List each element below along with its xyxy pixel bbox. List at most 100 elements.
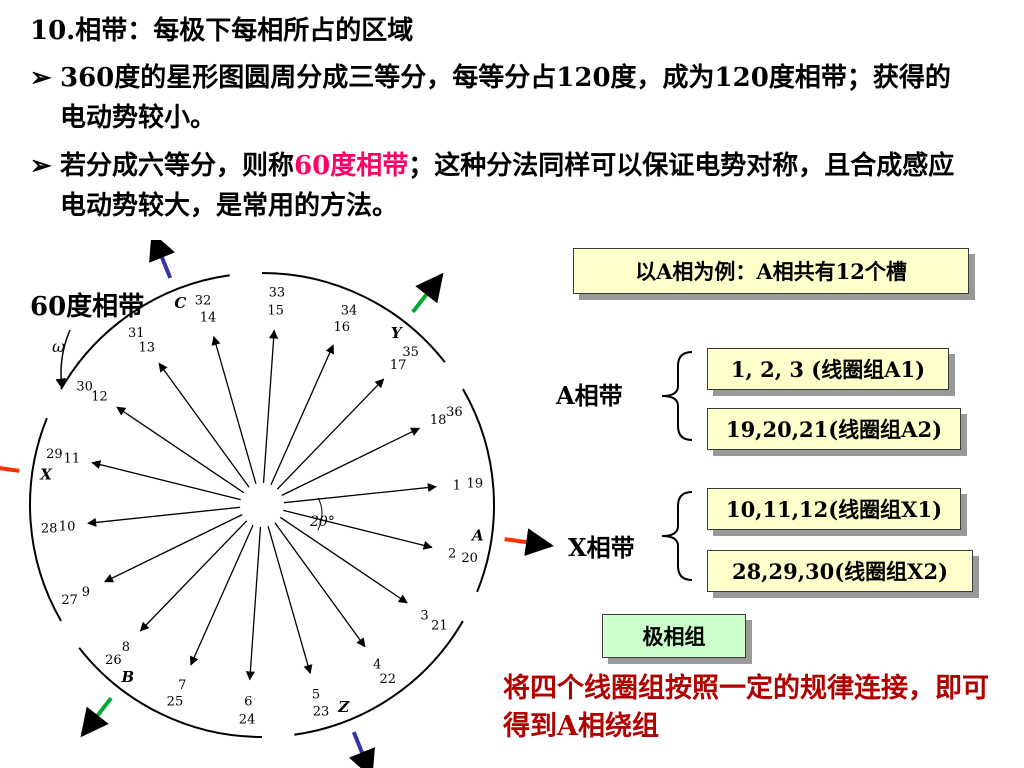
coil-group-x1: 10,11,12(线圈组X1)	[707, 488, 961, 530]
slot-vector	[158, 362, 250, 488]
brace-x	[661, 491, 693, 581]
slot-label: 33	[269, 286, 286, 301]
slot-vector	[139, 520, 248, 632]
slot-label: 4	[373, 658, 381, 673]
bullet-text: 若分成六等分，则称60度相带；这种分法同样可以保证电势对称，且合成感应电动势较大…	[30, 146, 960, 226]
slot-vector	[276, 378, 385, 490]
example-box: 以A相为例：A相共有12个槽	[573, 248, 969, 294]
pole-phase-group-text: 极相组	[642, 624, 706, 649]
slot-vector	[262, 329, 279, 484]
slot-vector	[283, 483, 437, 504]
slot-label: 26	[105, 653, 122, 668]
phase-band-arc	[60, 274, 230, 390]
phase-letter: A	[470, 526, 484, 544]
slot-label: 35	[402, 345, 419, 360]
slot-label: 17	[390, 358, 407, 373]
bullet-arrow-icon: ➢	[30, 151, 52, 181]
slot-vector	[87, 506, 241, 527]
example-box-text: 以A相为例：A相共有12个槽	[635, 259, 907, 284]
brace-a	[661, 351, 693, 441]
phase-arrow	[411, 272, 444, 314]
slot-label: 32	[195, 293, 212, 308]
slot-label: 34	[341, 304, 358, 319]
bullet-arrow-icon: ➢	[30, 63, 52, 93]
group-label-a: A相带	[556, 381, 623, 410]
slot-vector	[270, 344, 335, 486]
slot-vector	[281, 427, 421, 496]
slot-label: 22	[380, 672, 397, 687]
slot-label: 29	[46, 447, 63, 462]
conclusion-note: 将四个线圈组按照一定的规律连接，即可得到A相绕组	[503, 673, 989, 742]
phase-arrow	[348, 731, 375, 768]
slot-label: 21	[431, 619, 448, 634]
bullet-text-part: 若分成六等分，则称	[60, 151, 295, 181]
slot-label: 5	[312, 687, 320, 702]
slot-label: 27	[61, 593, 78, 608]
slot-vector	[103, 514, 243, 583]
phase-band-arc	[462, 388, 495, 593]
slot-label: 2	[448, 546, 456, 561]
slot-label: 10	[59, 519, 76, 534]
bullet-text-part: ；这种分法同样可以保证电势对称，且合成感应电动势较大，是常用的方法。	[60, 151, 955, 221]
phase-band-arc	[29, 417, 62, 622]
coil-group-x2: 28,29,30(线圈组X2)	[707, 550, 973, 592]
slot-label: 30	[76, 379, 93, 394]
group-label-x: X相带	[568, 533, 635, 562]
pole-phase-group-box: 极相组	[602, 614, 746, 658]
slot-label: 23	[313, 705, 330, 720]
slot-vector	[91, 460, 241, 501]
slot-vector	[116, 406, 245, 494]
slot-label: 7	[178, 678, 186, 693]
slot-label: 13	[139, 340, 156, 355]
phase-arrow	[504, 528, 554, 556]
phase-band-arc	[294, 620, 464, 736]
omega-rotation-arrow	[55, 329, 71, 390]
slot-vector	[189, 524, 254, 666]
phase-letter: X	[39, 466, 53, 484]
coil-group-text: 28,29,30(线圈组X2)	[731, 559, 949, 584]
slot-label: 16	[333, 320, 350, 335]
angle-arc	[317, 497, 323, 531]
slot-label: 25	[167, 694, 184, 709]
phase-arrow	[80, 696, 113, 738]
highlight-60-degree: 60度相带	[294, 151, 409, 181]
phase-arrows	[0, 240, 554, 768]
phase-letter: C	[174, 294, 186, 312]
phase-letter: Y	[391, 324, 403, 342]
slot-label: 18	[430, 413, 447, 428]
phase-band-arcs	[29, 272, 495, 738]
slot-label: 12	[91, 389, 108, 404]
bullet-text: 360度的星形图圆周分成三等分，每等分占120度，成为120度相带；获得的电动势…	[60, 63, 951, 133]
slot-label: 24	[239, 712, 256, 727]
coil-group-a1: 1, 2, 3 (线圈组A1)	[707, 348, 949, 390]
slot-label: 31	[128, 326, 145, 341]
slot-label: 36	[446, 405, 463, 420]
slot-vector	[267, 525, 313, 675]
slot-label: 9	[82, 585, 90, 600]
slot-label: 3	[420, 609, 428, 624]
coil-group-text: 1, 2, 3 (线圈组A1)	[730, 357, 926, 382]
phase-arrow	[0, 466, 20, 473]
slot-label: 28	[41, 521, 58, 536]
phase-letters: A B C X Y Z	[39, 294, 483, 716]
angle-label: 20°	[309, 514, 335, 530]
phase-band-arc	[78, 647, 263, 738]
bullet-60-degree: ➢ 若分成六等分，则称60度相带；这种分法同样可以保证电势对称，且合成感应电动势…	[30, 146, 960, 226]
slot-label: 15	[267, 303, 284, 318]
slot-label: 8	[122, 640, 130, 655]
phase-band-arc	[261, 272, 446, 363]
phase-letter: B	[120, 668, 134, 686]
slot-label: 1	[453, 479, 461, 494]
phase-arrow	[149, 240, 176, 279]
slot-label: 19	[467, 477, 484, 492]
slot-label: 11	[64, 452, 81, 467]
slot-vector	[283, 509, 433, 550]
slot-vector	[274, 522, 366, 648]
slot-vector	[245, 526, 262, 681]
slide-heading: 10.相带：每极下每相所占的区域	[30, 16, 414, 46]
coil-group-a2: 19,20,21(线圈组A2)	[707, 408, 961, 450]
bullet-120-degree: ➢ 360度的星形图圆周分成三等分，每等分占120度，成为120度相带；获得的电…	[30, 58, 960, 138]
phase-letter: Z	[337, 698, 350, 716]
